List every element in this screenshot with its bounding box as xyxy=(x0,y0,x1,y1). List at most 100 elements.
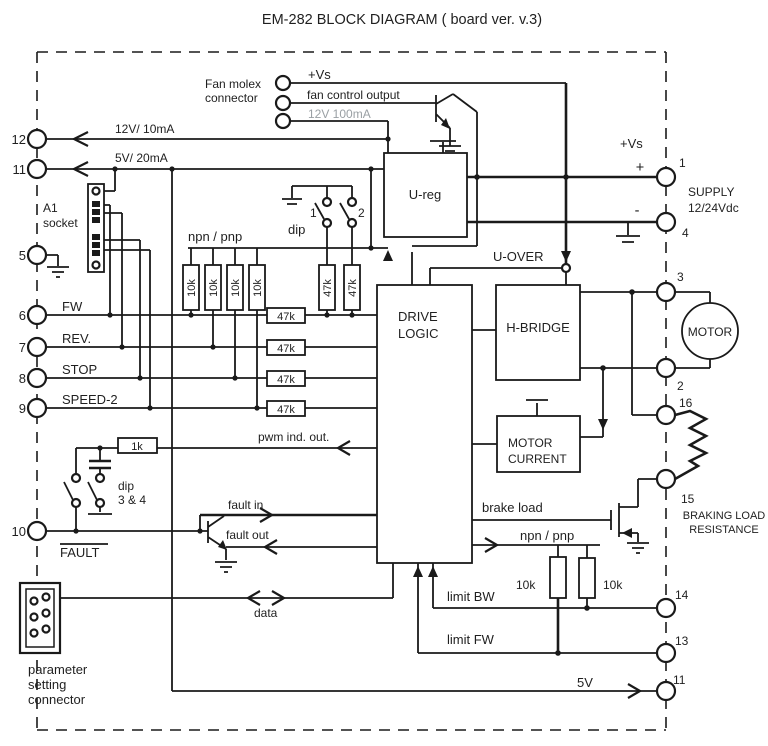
a1-socket-label: A1 xyxy=(43,201,58,215)
limit-fw-label: limit FW xyxy=(447,632,495,647)
input-speed2-label: SPEED-2 xyxy=(62,392,118,407)
parameter-connector-label: connector xyxy=(28,692,86,707)
rail-5v-label: 5V/ 20mA xyxy=(115,151,168,165)
rail-5v-bottom-label: 5V xyxy=(577,675,593,690)
npn-pnp-label: npn / pnp xyxy=(520,528,574,543)
pin-6-number: 6 xyxy=(19,308,26,323)
circuit-wires xyxy=(46,82,711,692)
parameter-connector-label: parameter xyxy=(28,662,88,677)
input-fw-label: FW xyxy=(62,299,83,314)
motor-current-block-label: CURRENT xyxy=(508,452,567,466)
resistor-bank-10k xyxy=(182,264,266,311)
pin-4-number: 4 xyxy=(682,226,689,240)
resistor-1k xyxy=(117,437,158,454)
drive-logic-block xyxy=(376,284,473,564)
fan-molex-connector-pins xyxy=(274,74,292,130)
rail-12v-label: 12V/ 10mA xyxy=(115,122,174,136)
resistor-47k-value: 47k xyxy=(277,404,295,416)
pin-16-number: 16 xyxy=(679,396,693,410)
h-bridge-block-label: H-BRIDGE xyxy=(506,320,570,335)
motor-label: MOTOR xyxy=(688,325,733,339)
input-rev-label: REV. xyxy=(62,331,91,346)
dip-3-4-label: dip xyxy=(118,479,134,493)
resistor-47k-value: 47k xyxy=(347,279,359,297)
resistor-47k-vertical xyxy=(318,264,361,311)
data-bus-label: data xyxy=(254,606,278,620)
motor-current-block xyxy=(496,415,581,473)
dip-switch-1-label: 1 xyxy=(310,206,317,220)
ground-icon xyxy=(47,140,640,515)
pin-15-number: 15 xyxy=(681,492,695,506)
braking-load-label: RESISTANCE xyxy=(689,524,758,536)
signal-arrows xyxy=(71,131,643,699)
resistor-10k-value: 10k xyxy=(603,578,623,592)
pin-8-number: 8 xyxy=(19,371,26,386)
junction-dots xyxy=(73,136,635,656)
supply-plus-sign: + xyxy=(636,160,644,176)
fan-rating-label: 12V 100mA xyxy=(308,107,371,121)
motor-current-block-label: MOTOR xyxy=(508,436,553,450)
resistor-10k-value: 10k xyxy=(208,279,220,297)
input-stop-label: STOP xyxy=(62,362,97,377)
fan-control-label: fan control output xyxy=(307,88,400,102)
dip-switch-3-4 xyxy=(63,472,106,509)
u-reg-block-label: U-reg xyxy=(409,187,442,202)
supply-label: 12/24Vdc xyxy=(688,201,739,215)
brake-load-label: brake load xyxy=(482,500,543,515)
parameter-setting-connector xyxy=(18,581,62,655)
a1-socket-connector xyxy=(87,183,105,273)
resistor-10k-value: 10k xyxy=(230,279,242,297)
resistor-47k-value: 47k xyxy=(322,279,334,297)
supply-label: SUPPLY xyxy=(688,185,734,199)
resistor-limit-10k xyxy=(549,556,596,599)
h-bridge-block xyxy=(495,284,581,381)
pin-14-number: 14 xyxy=(675,588,689,602)
pin-1-number: 1 xyxy=(679,156,686,170)
resistor-1k-value: 1k xyxy=(131,441,143,453)
board-pins-right xyxy=(655,166,677,702)
dip-switch-1-2 xyxy=(314,196,358,229)
page-title: EM-282 BLOCK DIAGRAM ( board ver. v.3) xyxy=(262,12,542,28)
fan-molex-label: connector xyxy=(205,91,258,105)
board-pins-left xyxy=(26,128,48,542)
parameter-connector-label: setting xyxy=(28,677,66,692)
pin-11-number: 11 xyxy=(13,162,27,177)
resistor-10k-value: 10k xyxy=(186,279,198,297)
pin-3-number: 3 xyxy=(677,270,684,284)
fan-molex-label: Fan molex xyxy=(205,77,261,91)
fault-out-label: fault out xyxy=(226,528,269,542)
pin-11-right-number: 11 xyxy=(673,673,686,687)
resistor-47k-value: 47k xyxy=(277,374,295,386)
motor-circle xyxy=(681,302,739,360)
u-reg-block xyxy=(383,152,468,238)
capacitor-icon xyxy=(89,459,111,470)
braking-load-label: BRAKING LOAD xyxy=(683,510,766,522)
supply-vs-label: +Vs xyxy=(620,136,643,151)
pin-13-number: 13 xyxy=(675,634,689,648)
fault-pin-label: FAULT xyxy=(60,545,100,560)
fault-transistor-icon xyxy=(207,515,237,573)
resistor-47k-value: 47k xyxy=(277,311,295,323)
limit-bw-label: limit BW xyxy=(447,589,495,604)
resistor-10k-value: 10k xyxy=(516,578,536,592)
pin-7-number: 7 xyxy=(19,340,26,355)
dip-3-4-label: 3 & 4 xyxy=(118,493,146,507)
pin-9-number: 9 xyxy=(19,401,26,416)
resistor-47k-horizontal xyxy=(266,307,306,417)
pin-10-number: 10 xyxy=(12,524,26,539)
drive-logic-block-label: LOGIC xyxy=(398,326,438,341)
u-over-node xyxy=(560,262,572,274)
drive-logic-block-label: DRIVE xyxy=(398,309,438,324)
supply-minus-sign: - xyxy=(635,203,640,219)
resistor-47k-value: 47k xyxy=(277,343,295,355)
dip-switch-2-label: 2 xyxy=(358,206,365,220)
pwm-out-label: pwm ind. out. xyxy=(258,430,329,444)
fan-transistor-icon xyxy=(435,93,478,152)
braking-load-resistor xyxy=(674,409,709,481)
pin-12-number: 12 xyxy=(12,132,26,147)
u-over-label: U-OVER xyxy=(493,249,544,264)
npn-pnp-label: npn / pnp xyxy=(188,229,242,244)
dip-label: dip xyxy=(288,222,305,237)
